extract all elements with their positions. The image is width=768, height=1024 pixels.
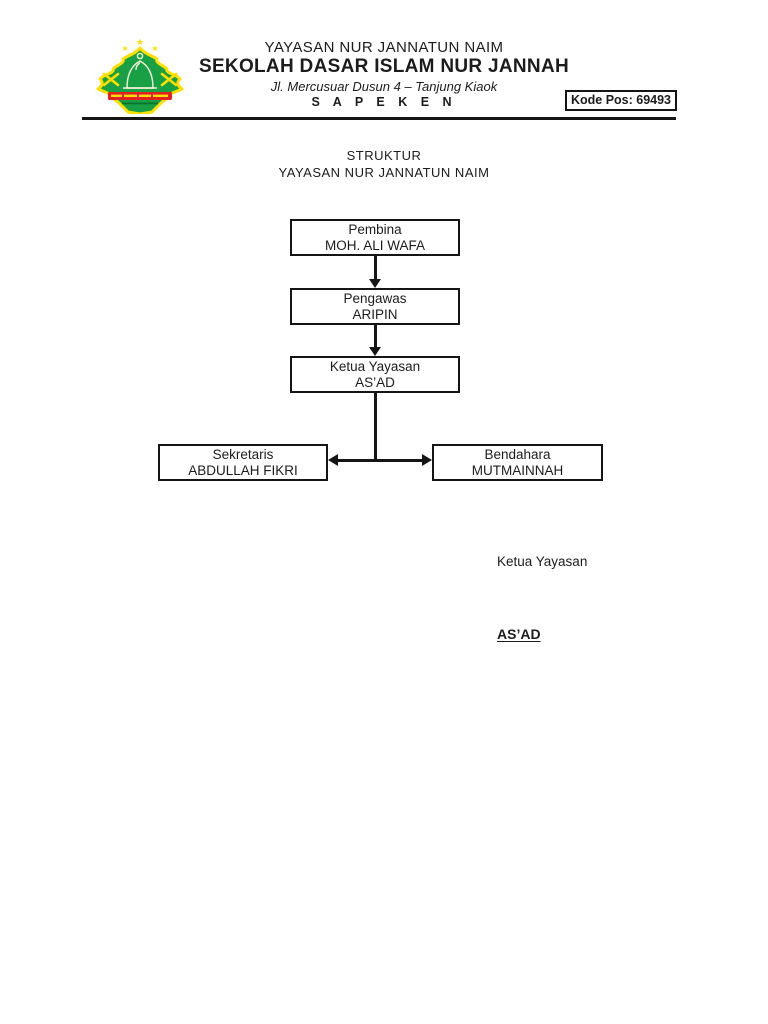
connector-line (374, 325, 377, 349)
org-node-name: ARIPIN (352, 306, 398, 322)
org-node-name: MOH. ALI WAFA (324, 237, 426, 253)
org-node-role: Sekretaris (212, 446, 274, 462)
org-node-name: MUTMAINNAH (471, 462, 564, 478)
org-node-bendahara: Bendahara MUTMAINNAH (432, 444, 603, 481)
page-title-line1: STRUKTUR (346, 148, 422, 163)
connector-line (374, 393, 377, 462)
star-icon: ★ (136, 37, 144, 47)
signature-role: Ketua Yayasan (497, 554, 588, 569)
org-node-name: AS’AD (355, 374, 395, 390)
postal-code-box: Kode Pos: 69493 (565, 90, 677, 111)
org-node-sekretaris: Sekretaris ABDULLAH FIKRI (158, 444, 328, 481)
star-icon: ★ (121, 44, 128, 53)
letterhead-address: Jl. Mercusuar Dusun 4 – Tanjung Kiaok (270, 79, 498, 94)
arrowhead-down-icon (369, 279, 381, 288)
wing-ornament-icon (102, 72, 178, 87)
star-icon: ★ (151, 44, 158, 53)
org-node-ketua-yayasan: Ketua Yayasan AS’AD (290, 356, 460, 393)
letterhead-school-name: SEKOLAH DASAR ISLAM NUR JANNAH (198, 56, 569, 77)
org-node-pengawas: Pengawas ARIPIN (290, 288, 460, 325)
org-node-pembina: Pembina MOH. ALI WAFA (290, 219, 460, 256)
org-node-role: Ketua Yayasan (329, 358, 421, 374)
connector-line (338, 459, 422, 462)
header-divider (82, 117, 676, 120)
org-node-role: Bendahara (484, 446, 551, 462)
mosque-icon (123, 52, 157, 89)
org-node-name: ABDULLAH FIKRI (188, 462, 298, 478)
arrowhead-down-icon (369, 347, 381, 356)
arrowhead-right-icon (422, 454, 432, 466)
org-node-role: Pembina (348, 221, 402, 237)
signature-name: AS’AD (497, 626, 541, 642)
emblem-banner (108, 92, 172, 105)
page-title-line2: YAYASAN NUR JANNATUN NAIM (278, 165, 490, 180)
letterhead-foundation-name: YAYASAN NUR JANNATUN NAIM (264, 39, 504, 56)
connector-line (374, 256, 377, 281)
org-node-role: Pengawas (343, 290, 407, 306)
arrowhead-left-icon (328, 454, 338, 466)
foundation-emblem-icon: ★ ★ ★ (96, 37, 184, 114)
letterhead-city: S A P E K E N (311, 95, 457, 109)
